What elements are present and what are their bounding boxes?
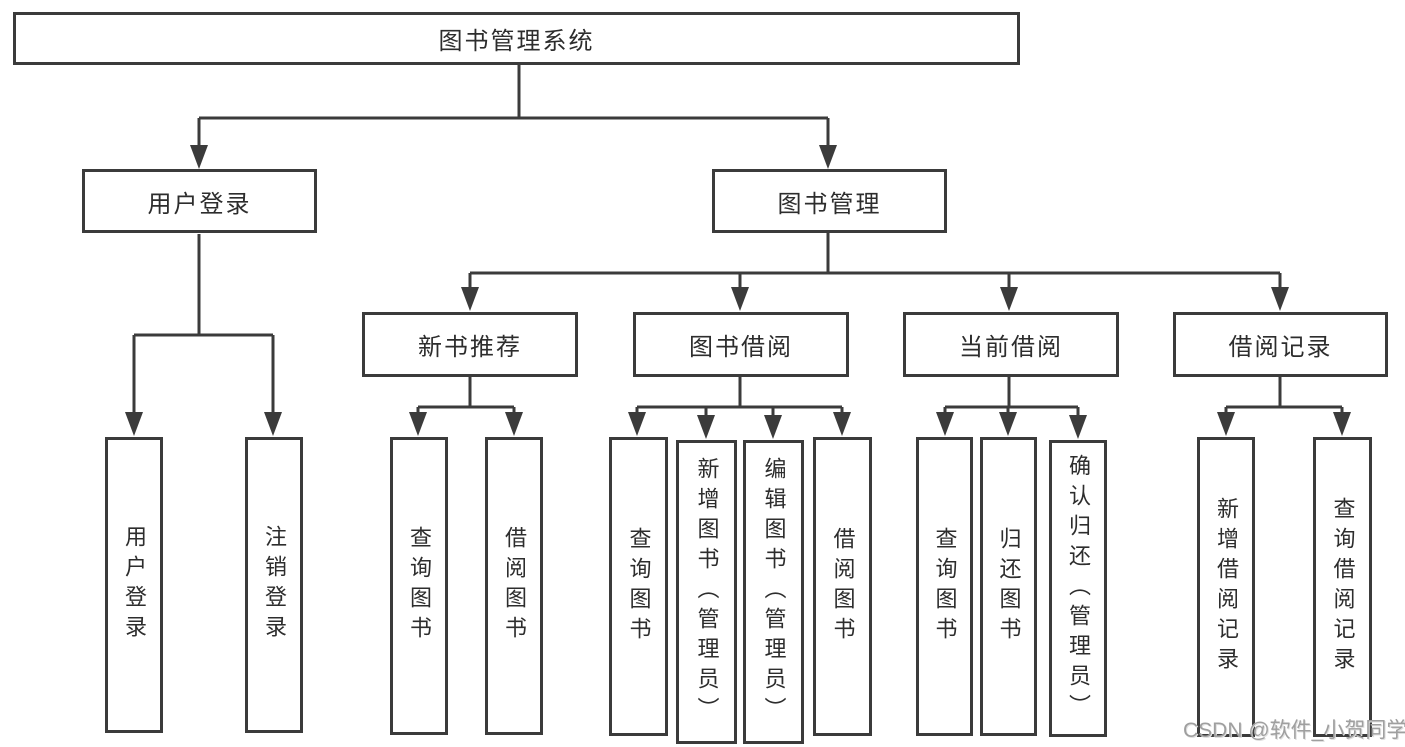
leaf-cb-return-book-label: 归还图书: [996, 526, 1022, 647]
csdn-watermark: CSDN @软件_小贺同学: [1183, 719, 1405, 742]
leaf-cb-query-book: 查询图书: [916, 437, 973, 736]
node-new-book-recommend: 新书推荐: [362, 312, 578, 377]
node-book-borrow-label: 图书借阅: [689, 334, 793, 361]
leaf-bb-add-book: 新增图书（管理员）: [676, 440, 737, 744]
leaf-nb-borrow-book-label: 借阅图书: [502, 526, 527, 646]
leaf-cb-confirm-return: 确认归还（管理员）: [1049, 440, 1107, 737]
leaf-nb-borrow-book: 借阅图书: [485, 437, 543, 735]
leaf-br-query-record-label: 查询借阅记录: [1330, 497, 1356, 677]
leaf-bb-borrow-book-label: 借阅图书: [830, 526, 856, 647]
leaf-br-add-record: 新增借阅记录: [1197, 437, 1255, 737]
leaf-bb-add-book-label: 新增图书（管理员）: [694, 457, 720, 727]
leaf-bb-query-book-label: 查询图书: [626, 526, 652, 647]
node-book-manage-label: 图书管理: [777, 190, 882, 218]
node-root-system: 图书管理系统: [13, 12, 1020, 65]
leaf-logout: 注销登录: [245, 437, 303, 733]
leaf-cb-return-book: 归还图书: [980, 437, 1037, 736]
leaf-bb-edit-book: 编辑图书（管理员）: [743, 440, 804, 744]
node-current-borrow-label: 当前借阅: [959, 334, 1063, 361]
node-user-login: 用户登录: [82, 169, 317, 233]
leaf-logout-label: 注销登录: [262, 525, 287, 645]
leaf-nb-query-book: 查询图书: [390, 437, 448, 735]
node-new-book-recommend-label: 新书推荐: [418, 334, 522, 361]
leaf-br-add-record-label: 新增借阅记录: [1214, 497, 1239, 677]
leaf-br-query-record: 查询借阅记录: [1313, 437, 1372, 737]
node-book-borrow: 图书借阅: [633, 312, 849, 377]
node-root-system-label: 图书管理系统: [438, 28, 595, 55]
node-borrow-records: 借阅记录: [1173, 312, 1388, 377]
leaf-nb-query-book-label: 查询图书: [407, 526, 432, 646]
leaf-cb-confirm-return-label: 确认归还（管理员）: [1066, 453, 1091, 724]
leaf-bb-edit-book-label: 编辑图书（管理员）: [761, 457, 787, 727]
leaf-bb-borrow-book: 借阅图书: [813, 437, 872, 736]
node-book-manage: 图书管理: [712, 169, 947, 233]
node-current-borrow: 当前借阅: [903, 312, 1119, 377]
node-user-login-label: 用户登录: [147, 190, 252, 218]
leaf-user-login-label: 用户登录: [122, 525, 147, 645]
leaf-bb-query-book: 查询图书: [609, 437, 668, 736]
leaf-user-login: 用户登录: [105, 437, 163, 733]
node-borrow-records-label: 借阅记录: [1228, 334, 1333, 361]
arrowheads: [125, 145, 1351, 439]
leaf-cb-query-book-label: 查询图书: [932, 526, 958, 647]
